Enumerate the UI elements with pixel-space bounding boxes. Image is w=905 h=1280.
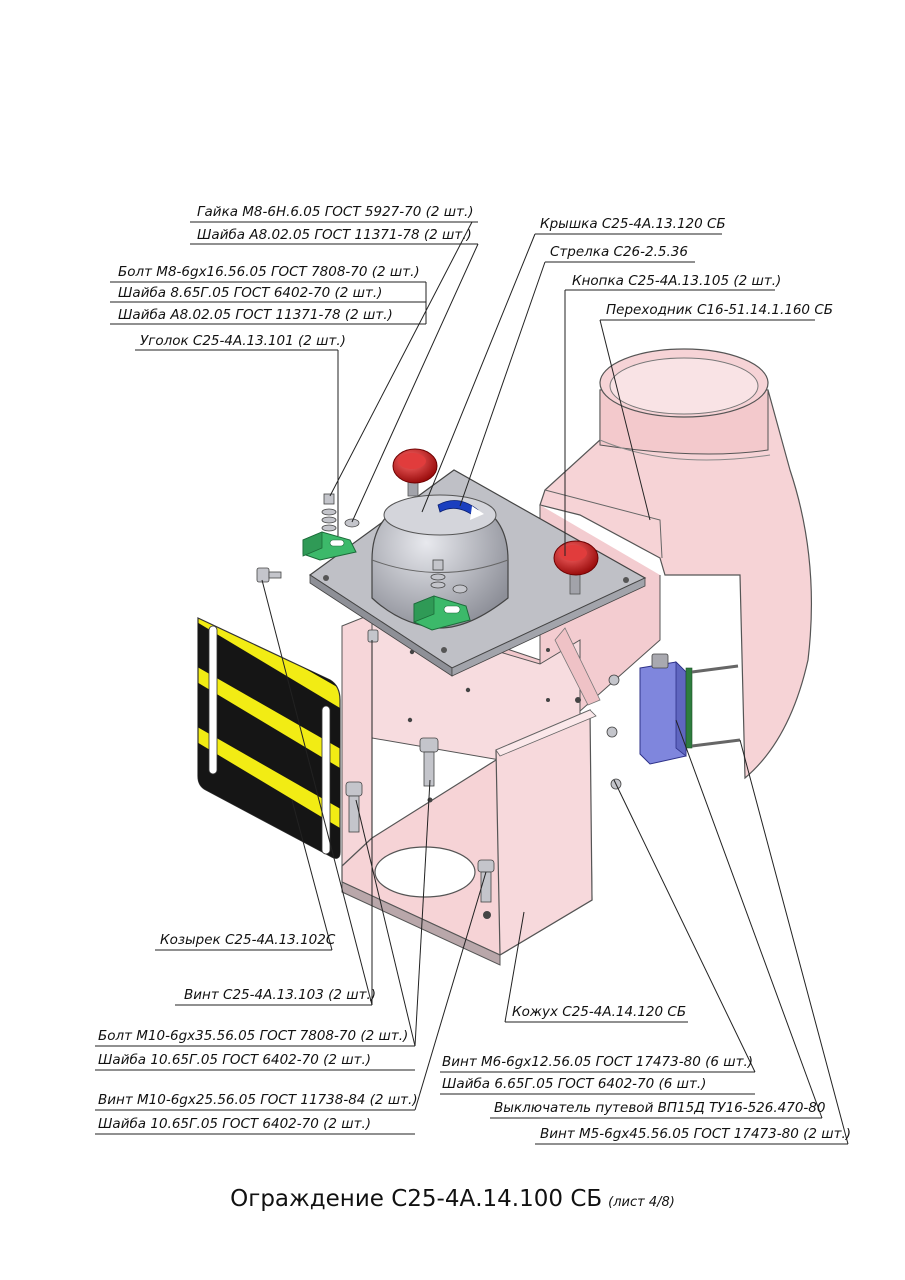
label-bolt-m8: Болт М8-6gх16.56.05 ГОСТ 7808-70 (2 шт.) (118, 264, 420, 280)
housing-part (341, 611, 601, 966)
red-button-1 (392, 448, 438, 497)
limit-switch-part (606, 653, 741, 790)
drawing-title-main: Ограждение С25-4А.14.100 СБ (230, 1186, 603, 1212)
label-arrow: Стрелка С26-2.5.36 (550, 244, 688, 260)
label-screw-103: Винт С25-4А.13.103 (2 шт.) (184, 987, 377, 1003)
label-cover: Крышка С25-4А.13.120 СБ (540, 216, 726, 232)
label-housing: Кожух С25-4А.14.120 СБ (512, 1004, 687, 1020)
label-washer-6: Шайба 6.65Г.05 ГОСТ 6402-70 (6 шт.) (442, 1076, 707, 1092)
label-washer-a8-bottom: Шайба А8.02.05 ГОСТ 11371-78 (2 шт.) (118, 307, 393, 323)
label-washer-a8-top: Шайба А8.02.05 ГОСТ 11371-78 (2 шт.) (197, 227, 472, 243)
label-visor: Козырек С25-4А.13.102С (160, 932, 336, 948)
drawing-sheet-number: (лист 4/8) (608, 1195, 675, 1210)
leader-lines (95, 221, 849, 1145)
label-washer-10-a: Шайба 10.65Г.05 ГОСТ 6402-70 (2 шт.) (98, 1052, 372, 1068)
label-button: Кнопка С25-4А.13.105 (2 шт.) (572, 273, 782, 289)
label-screw-m6: Винт М6-6gх12.56.05 ГОСТ 17473-80 (6 шт.… (442, 1054, 754, 1070)
arrow-indicator (437, 500, 484, 520)
label-screw-m5: Винт М5-6gх45.56.05 ГОСТ 17473-80 (2 шт.… (540, 1126, 852, 1142)
label-screw-m10: Винт М10-6gх25.56.05 ГОСТ 11738-84 (2 шт… (98, 1092, 418, 1108)
visor-part (197, 617, 341, 859)
label-angle-bracket: Уголок С25-4А.13.101 (2 шт.) (140, 333, 346, 349)
label-adapter: Переходник С16-51.14.1.160 СБ (606, 302, 834, 318)
bolt-nut-set (256, 493, 468, 643)
angle-bracket-1 (302, 531, 357, 561)
bolt-m10-set (345, 737, 495, 903)
label-limit-switch: Выключатель путевой ВП15Д ТУ16-526.470-8… (494, 1100, 826, 1116)
angle-bracket-2 (413, 595, 471, 631)
label-bolt-m10: Болт М10-6gх35.56.05 ГОСТ 7808-70 (2 шт.… (98, 1028, 409, 1044)
label-washer-10-b: Шайба 10.65Г.05 ГОСТ 6402-70 (2 шт.) (98, 1116, 372, 1132)
label-washer-8: Шайба 8.65Г.05 ГОСТ 6402-70 (2 шт.) (118, 285, 383, 301)
drawing-title: Ограждение С25-4А.14.100 СБ (лист 4/8) (0, 1186, 905, 1212)
label-nut: Гайка М8-6Н.6.05 ГОСТ 5927-70 (2 шт.) (197, 204, 474, 220)
